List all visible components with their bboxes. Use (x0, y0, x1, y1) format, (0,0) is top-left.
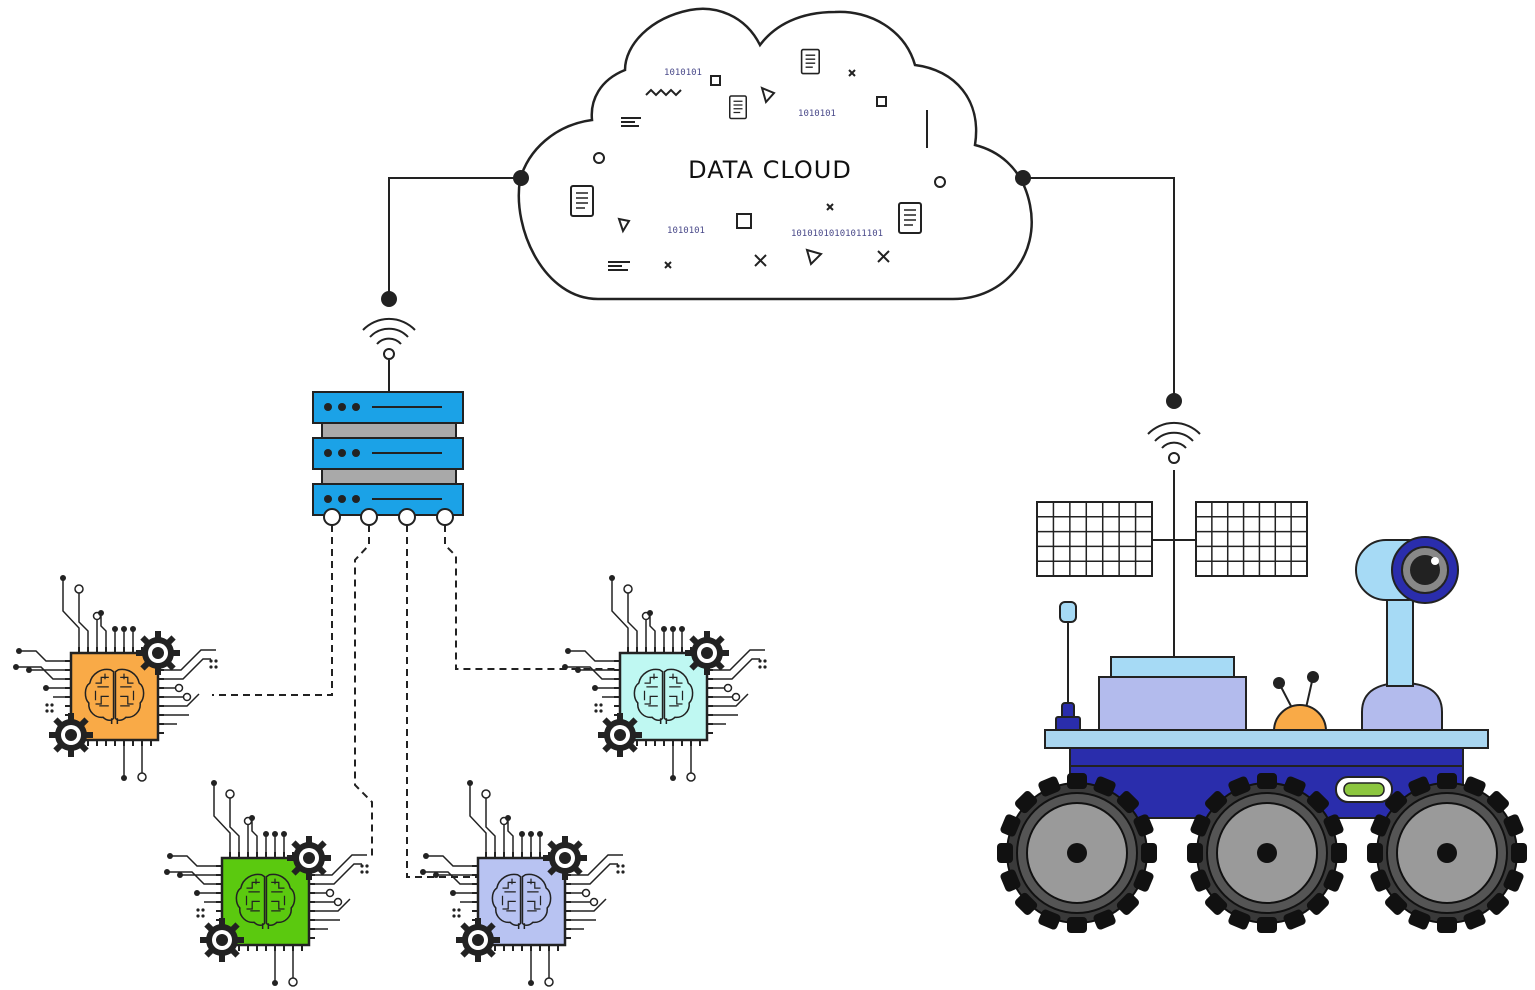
wifi-signal-icon (362, 317, 416, 360)
server-rack (312, 317, 464, 526)
gear-icon (136, 631, 180, 675)
wheel (1367, 773, 1527, 933)
gear-icon (200, 918, 244, 962)
cloud-doodles (593, 69, 946, 271)
chip-green (164, 780, 369, 987)
chip-cyan (562, 575, 767, 782)
binary-label: 1010101 (798, 109, 836, 119)
rover-deck (1044, 729, 1489, 749)
chip-orange (13, 575, 218, 782)
rover-cargo-box (1098, 676, 1247, 733)
solar-panel-icon (1036, 501, 1308, 577)
rover (997, 421, 1527, 933)
cloud-connections (388, 177, 1175, 401)
document-icon (800, 48, 821, 75)
connection-node (1166, 393, 1182, 409)
gear-icon (49, 713, 93, 757)
rover-antenna (1055, 601, 1081, 732)
chip-lavender (420, 780, 625, 987)
camera-eye-icon (1355, 536, 1459, 732)
connection-node (513, 170, 529, 186)
connection-node (381, 291, 397, 307)
ai-chips (13, 575, 767, 987)
binary-label: 10101010101011101 (791, 229, 883, 239)
data-cloud: DATA CLOUD 1010101 1010101 1010101 10101… (517, 7, 1033, 301)
document-icon (729, 95, 747, 120)
document-icon (570, 185, 594, 217)
cloud-title: DATA CLOUD (688, 156, 852, 184)
gear-icon (685, 631, 729, 675)
gear-icon (456, 918, 500, 962)
connection-node (1015, 170, 1031, 186)
document-icon (898, 202, 922, 234)
rover-wheels (997, 773, 1527, 933)
binary-label: 1010101 (667, 226, 705, 236)
gear-icon (543, 836, 587, 880)
gear-icon (598, 713, 642, 757)
wheel (1187, 773, 1347, 933)
wifi-signal-icon (1147, 421, 1201, 464)
wheel (997, 773, 1157, 933)
gear-icon (287, 836, 331, 880)
server-rack-icon (312, 391, 464, 526)
chip-links (212, 525, 618, 878)
rover-sensor (1272, 671, 1328, 732)
rover-top-panel (1110, 656, 1235, 679)
binary-label: 1010101 (664, 68, 702, 78)
